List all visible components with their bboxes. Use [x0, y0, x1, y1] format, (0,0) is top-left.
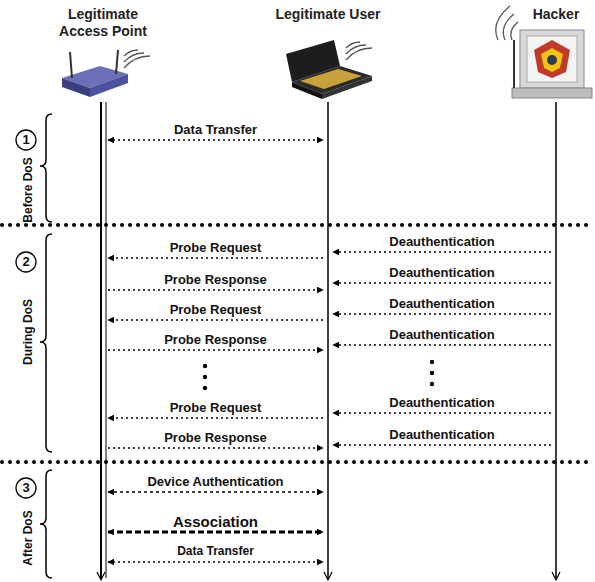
message-arrow	[108, 491, 323, 493]
message-arrow	[333, 344, 551, 346]
message-label: Deauthentication	[387, 327, 496, 342]
message-label: Device Authentication	[145, 474, 285, 489]
message-arrow	[108, 289, 323, 291]
message-arrow	[108, 349, 323, 351]
phase-label: Before DoS	[21, 157, 35, 222]
router-icon	[62, 50, 150, 97]
participant-header: Hacker	[521, 6, 591, 23]
message-arrow	[333, 412, 551, 414]
participant-name: Legitimate User	[258, 6, 398, 23]
message-arrow	[108, 139, 323, 141]
message-label: Probe Response	[162, 272, 269, 287]
brace	[40, 234, 52, 452]
brace	[40, 470, 52, 578]
message-label: Association	[171, 514, 260, 529]
message-arrow	[333, 282, 551, 284]
phase-label: After DoS	[21, 510, 35, 565]
message-label: Deauthentication	[387, 234, 496, 249]
message-label: Data Transfer	[175, 544, 256, 559]
message-arrow	[108, 447, 323, 449]
callout-circle	[16, 252, 36, 272]
message-label: Probe Request	[168, 400, 264, 415]
laptop-icon	[286, 40, 372, 99]
phase-label: During DoS	[21, 299, 35, 365]
message-label: Probe Response	[162, 332, 269, 347]
message-label: Data Transfer	[172, 122, 259, 137]
message-label: Deauthentication	[387, 395, 496, 410]
message-arrow	[108, 561, 323, 563]
callout-number: 3	[17, 479, 35, 497]
message-arrow	[108, 257, 323, 259]
callout-number: 1	[17, 131, 35, 149]
message-label: Deauthentication	[387, 296, 496, 311]
callout-number: 2	[17, 253, 35, 271]
message-arrow	[108, 417, 323, 419]
lifeline	[555, 102, 557, 578]
participant-name: Hacker	[521, 6, 591, 23]
phase-separator	[2, 460, 593, 464]
message-label: Deauthentication	[387, 265, 496, 280]
message-label: Probe Request	[168, 240, 264, 255]
lifeline	[100, 102, 102, 578]
participant-header: Legitimate Access Point	[48, 6, 158, 40]
message-arrow	[108, 531, 323, 534]
callout-circle	[16, 478, 36, 498]
continuation-dots	[203, 360, 434, 390]
message-label: Probe Response	[162, 430, 269, 445]
message-arrow	[333, 444, 551, 446]
message-arrow	[333, 251, 551, 253]
lifeline	[106, 102, 107, 578]
phase-separator	[2, 223, 593, 227]
callout-circle	[16, 130, 36, 150]
lifeline-end	[97, 572, 560, 580]
brace	[40, 114, 52, 222]
message-label: Probe Request	[168, 302, 264, 317]
message-label: Deauthentication	[387, 427, 496, 442]
message-arrow	[108, 319, 323, 321]
participant-header: Legitimate User	[258, 6, 398, 23]
hacker-laptop-icon	[496, 6, 592, 98]
participant-name: Legitimate Access Point	[48, 6, 158, 40]
message-arrow	[333, 313, 551, 315]
lifeline	[327, 102, 329, 578]
